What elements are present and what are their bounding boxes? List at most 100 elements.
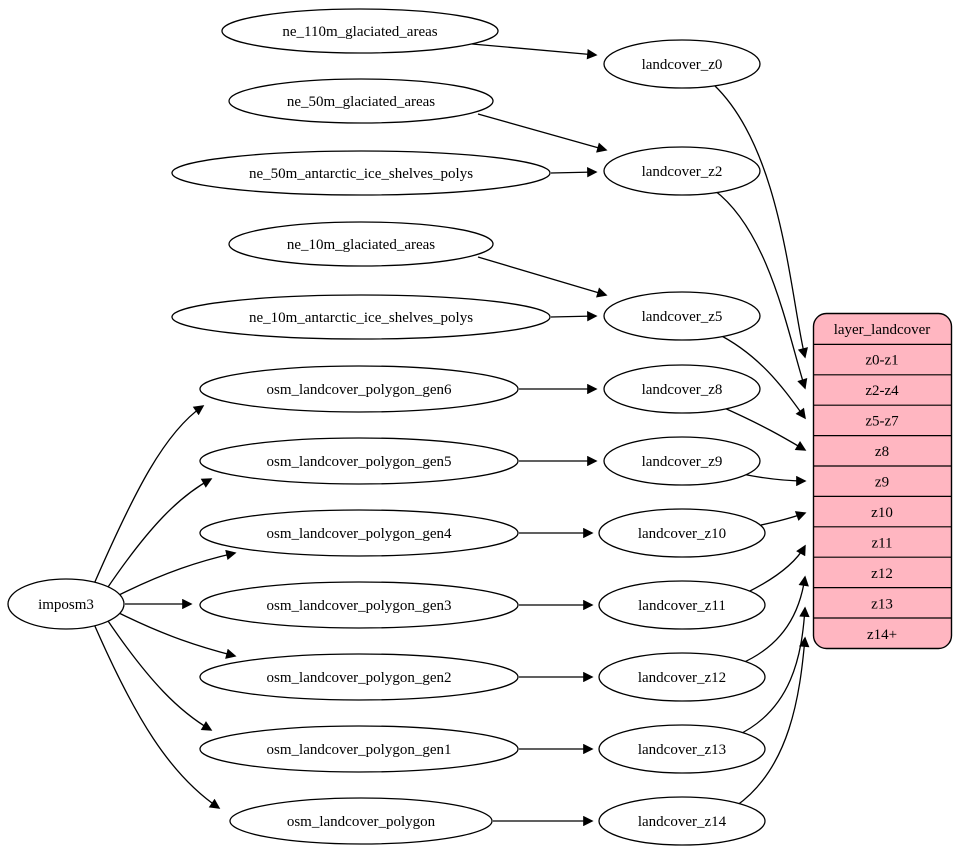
node-landcover-z0: landcover_z0 <box>603 39 761 89</box>
node-osm-landcover-polygon-gen3: osm_landcover_polygon_gen3 <box>199 581 519 629</box>
node-shape <box>598 724 766 774</box>
table-row-label-z10: z10 <box>871 505 893 521</box>
node-label: osm_landcover_polygon_gen3 <box>267 598 452 614</box>
edge-ne-50m-antarctic-ice-shelves-polys-to-landcover-z2 <box>550 166 598 178</box>
node-label: osm_landcover_polygon_gen4 <box>267 526 452 542</box>
edges-layer <box>93 43 810 827</box>
node-landcover-z9: landcover_z9 <box>603 436 761 486</box>
node-shape <box>199 653 519 701</box>
table-outline <box>812 312 953 650</box>
node-label: imposm3 <box>38 597 94 613</box>
node-shape <box>598 652 766 702</box>
edge-landcover-z0-to-row-z0-z1 <box>713 84 808 359</box>
node-shape <box>598 796 766 846</box>
node-shape <box>199 581 519 629</box>
edge-ne-10m-antarctic-ice-shelves-polys-to-landcover-z5 <box>550 310 598 322</box>
node-label: ne_50m_antarctic_ice_shelves_polys <box>249 166 473 182</box>
edge-landcover-z11-to-row-z11 <box>747 544 806 593</box>
node-label: ne_10m_glaciated_areas <box>287 237 435 253</box>
node-shape <box>199 725 519 773</box>
node-shape <box>598 580 766 630</box>
node-shape <box>199 437 519 485</box>
node-osm-landcover-polygon-gen6: osm_landcover_polygon_gen6 <box>199 365 519 413</box>
node-label: ne_10m_antarctic_ice_shelves_polys <box>249 310 473 326</box>
node-osm-landcover-polygon: osm_landcover_polygon <box>229 797 493 845</box>
node-landcover-z11: landcover_z11 <box>598 580 766 630</box>
node-label: landcover_z14 <box>638 814 727 830</box>
node-label: landcover_z2 <box>642 164 723 180</box>
node-ne-10m-antarctic-ice-shelves-polys: ne_10m_antarctic_ice_shelves_polys <box>171 294 551 340</box>
edge-landcover-z8-to-row-z8 <box>721 406 807 451</box>
table-row-label-z9: z9 <box>875 475 889 491</box>
node-label: osm_landcover_polygon <box>287 814 436 830</box>
node-shape <box>603 436 761 486</box>
node-shape <box>598 508 766 558</box>
node-label: landcover_z12 <box>638 670 726 686</box>
table-row-label-z2-z4: z2-z4 <box>865 383 899 399</box>
table-row-label-z8: z8 <box>875 444 889 460</box>
node-label: landcover_z0 <box>642 57 723 73</box>
node-label: osm_landcover_polygon_gen6 <box>267 382 452 398</box>
edge-imposm3-to-osm-landcover-polygon-gen1 <box>105 617 213 731</box>
edge-imposm3-to-osm-landcover-polygon-gen5 <box>105 478 213 591</box>
node-osm-landcover-polygon-gen1: osm_landcover_polygon_gen1 <box>199 725 519 773</box>
table-row-label-z12: z12 <box>871 566 893 582</box>
node-shape <box>603 146 761 196</box>
table-layer-landcover: layer_landcover z0-z1 z2-z4 z5-z7 z8 z9 … <box>812 312 953 650</box>
node-shape <box>221 8 499 54</box>
node-label: osm_landcover_polygon_gen1 <box>267 742 452 758</box>
edge-landcover-z9-to-row-z9 <box>741 473 807 487</box>
node-landcover-z2: landcover_z2 <box>603 146 761 196</box>
edge-landcover-z12-to-row-z12 <box>739 575 809 665</box>
node-ne-50m-antarctic-ice-shelves-polys: ne_50m_antarctic_ice_shelves_polys <box>171 150 551 196</box>
node-osm-landcover-polygon-gen4: osm_landcover_polygon_gen4 <box>199 509 519 557</box>
table-row-label-z11: z11 <box>871 536 892 552</box>
edge-imposm3-to-osm-landcover-polygon <box>93 623 221 809</box>
edge-ne-50m-glaciated-areas-to-landcover-z2 <box>477 113 608 153</box>
node-landcover-z13: landcover_z13 <box>598 724 766 774</box>
table-row-label-z13: z13 <box>871 597 893 613</box>
node-landcover-z8: landcover_z8 <box>603 364 761 414</box>
node-label: landcover_z5 <box>642 309 723 325</box>
edge-landcover-z10-to-row-z10 <box>760 511 807 526</box>
node-shape <box>7 578 125 630</box>
node-landcover-z10: landcover_z10 <box>598 508 766 558</box>
node-label: landcover_z9 <box>642 454 723 470</box>
node-label: ne_110m_glaciated_areas <box>282 24 437 40</box>
edge-ne-10m-glaciated-areas-to-landcover-z5 <box>477 256 608 298</box>
table-row-label-z0-z1: z0-z1 <box>865 353 898 369</box>
table-row-label-z5-z7: z5-z7 <box>865 414 899 430</box>
node-ne-50m-glaciated-areas: ne_50m_glaciated_areas <box>228 78 494 124</box>
table-row-label-z14plus: z14+ <box>867 627 897 643</box>
node-shape <box>199 365 519 413</box>
node-landcover-z5: landcover_z5 <box>603 291 761 341</box>
node-shape <box>603 39 761 89</box>
node-label: landcover_z11 <box>638 598 726 614</box>
node-landcover-z14: landcover_z14 <box>598 796 766 846</box>
edge-landcover-z14-to-row-z14plus <box>735 636 810 807</box>
node-shape <box>228 78 494 124</box>
node-landcover-z12: landcover_z12 <box>598 652 766 702</box>
edge-landcover-z2-to-row-z2-z4 <box>713 189 808 390</box>
node-shape <box>171 150 551 196</box>
node-shape <box>229 797 493 845</box>
node-ne-110m-glaciated-areas: ne_110m_glaciated_areas <box>221 8 499 54</box>
edge-landcover-z5-to-row-z5-z7 <box>715 332 806 420</box>
node-shape <box>199 509 519 557</box>
node-label: osm_landcover_polygon_gen5 <box>267 454 452 470</box>
node-osm-landcover-polygon-gen2: osm_landcover_polygon_gen2 <box>199 653 519 701</box>
node-label: ne_50m_glaciated_areas <box>287 94 435 110</box>
node-shape <box>171 294 551 340</box>
node-shape <box>603 291 761 341</box>
node-label: osm_landcover_polygon_gen2 <box>267 670 452 686</box>
node-ne-10m-glaciated-areas: ne_10m_glaciated_areas <box>228 221 494 267</box>
edge-landcover-z13-to-row-z13 <box>735 606 810 737</box>
node-osm-landcover-polygon-gen5: osm_landcover_polygon_gen5 <box>199 437 519 485</box>
node-label: landcover_z10 <box>638 526 726 542</box>
node-label: landcover_z13 <box>638 742 726 758</box>
edge-ne-110m-glaciated-areas-to-landcover-z0 <box>471 43 598 60</box>
node-shape <box>228 221 494 267</box>
edge-imposm3-to-osm-landcover-polygon-gen4 <box>116 549 237 597</box>
